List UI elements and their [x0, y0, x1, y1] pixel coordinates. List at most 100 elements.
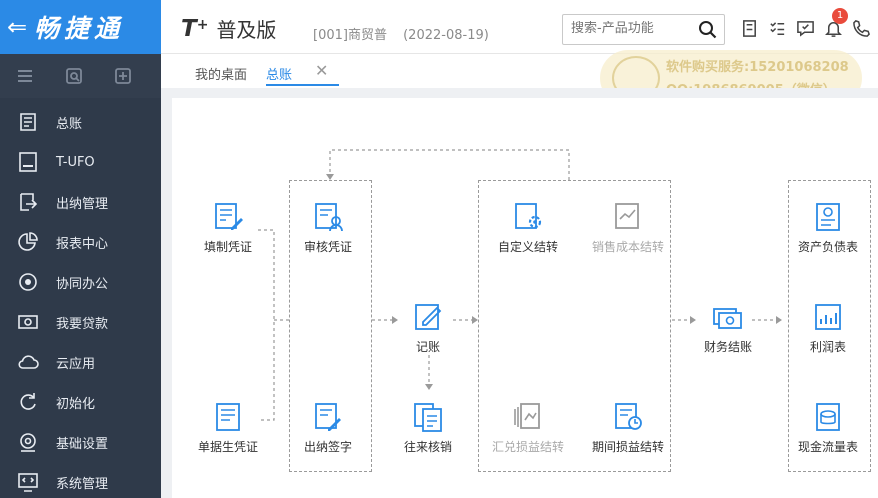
node-doc-voucher[interactable]: 单据生凭证 — [178, 400, 278, 460]
search-box — [562, 14, 725, 45]
node-label: 汇兑损益结转 — [491, 440, 564, 454]
search-icon[interactable] — [698, 20, 718, 40]
sidebar: ⇐ 畅捷通 总账 T-UFO 出纳管理 — [0, 0, 161, 498]
node-label: 自定义结转 — [497, 240, 558, 254]
node-label: 记账 — [415, 340, 440, 354]
tab-my-desktop[interactable]: 我的桌面 — [195, 68, 248, 83]
sidebar-item-label: 基础设置 — [56, 436, 109, 452]
balance-sheet-icon — [816, 203, 840, 231]
phone-icon[interactable] — [847, 14, 875, 42]
settings-icon — [0, 430, 56, 454]
sidebar-item-label: 总账 — [56, 116, 83, 132]
brand-name: 畅捷通 — [34, 14, 125, 43]
sidebar-item-cashier[interactable]: 出纳管理 — [0, 182, 161, 222]
brand-bar: ⇐ 畅捷通 — [0, 0, 161, 54]
sidebar-item-label: 出纳管理 — [56, 196, 109, 212]
sales-cost-icon — [615, 203, 639, 229]
sidebar-item-t-ufo[interactable]: T-UFO — [0, 142, 161, 182]
node-profit-statement[interactable]: 利润表 — [778, 300, 878, 360]
sidebar-item-label: 报表中心 — [56, 236, 109, 252]
money-icon — [0, 310, 56, 334]
reconcile-icon — [414, 403, 442, 432]
sidebar-item-cloud-apps[interactable]: 云应用 — [0, 342, 161, 382]
sidebar-item-label: 协同办公 — [56, 276, 109, 292]
cloud-icon — [0, 350, 56, 374]
sidebar-menu: 总账 T-UFO 出纳管理 报表中心 协同办公 我要贷款 — [0, 102, 161, 498]
pie-chart-icon — [0, 230, 56, 254]
notification-bell-icon[interactable]: 1 — [819, 8, 848, 42]
node-fx-transfer[interactable]: 汇兑损益结转 — [478, 400, 578, 460]
node-review-voucher[interactable]: 审核凭证 — [278, 200, 378, 260]
new-doc-icon[interactable] — [98, 54, 147, 98]
review-group-box — [289, 180, 372, 472]
voucher-edit-icon — [215, 203, 243, 230]
node-label: 单据生凭证 — [197, 440, 258, 454]
notification-badge: 1 — [832, 8, 848, 24]
close-icon[interactable]: ✕ — [315, 61, 329, 80]
sidebar-item-system-management[interactable]: 系统管理 — [0, 462, 161, 498]
cashier-sign-icon — [315, 403, 341, 431]
account-name: [001]商贸普 — [313, 28, 387, 43]
watermark-line1: 软件购买服务:15201068208 — [666, 60, 849, 75]
logo-plus: + — [196, 16, 209, 33]
node-label: 填制凭证 — [203, 240, 252, 254]
menu-icon[interactable] — [0, 54, 49, 98]
node-reconcile[interactable]: 往来核销 — [378, 400, 478, 460]
sidebar-item-loan[interactable]: 我要贷款 — [0, 302, 161, 342]
voucher-review-icon — [315, 203, 343, 232]
ufo-icon — [0, 150, 56, 174]
sidebar-item-basic-settings[interactable]: 基础设置 — [0, 422, 161, 462]
back-arrow-icon[interactable]: ⇐ — [6, 13, 28, 41]
node-sales-cost-transfer[interactable]: 销售成本结转 — [578, 200, 678, 260]
sidebar-toolbar — [0, 54, 161, 98]
search-input[interactable] — [571, 21, 691, 36]
active-tab-indicator — [266, 84, 339, 86]
top-header: T + 普及版 [001]商贸普 (2022-08-19) 1 — [161, 0, 878, 54]
node-label: 利润表 — [809, 340, 846, 354]
node-label: 资产负债表 — [797, 240, 858, 254]
node-cash-flow-statement[interactable]: 现金流量表 — [778, 400, 878, 460]
cashier-icon — [0, 190, 56, 214]
node-label: 期间损益结转 — [591, 440, 664, 454]
node-label: 现金流量表 — [797, 440, 858, 454]
message-icon[interactable] — [791, 14, 819, 42]
node-post[interactable]: 记账 — [378, 300, 478, 360]
sidebar-item-label: 云应用 — [56, 356, 96, 372]
node-label: 往来核销 — [403, 440, 452, 454]
fx-transfer-icon — [514, 403, 540, 429]
edition-name: 普及版 — [216, 18, 277, 42]
node-fill-voucher[interactable]: 填制凭证 — [178, 200, 278, 260]
system-icon — [0, 470, 56, 494]
login-date: (2022-08-19) — [403, 28, 489, 43]
calculator-icon[interactable] — [735, 14, 763, 42]
document-voucher-icon — [216, 403, 240, 431]
node-period-transfer[interactable]: 期间损益结转 — [578, 400, 678, 460]
product-logo: T + 普及版 — [181, 14, 276, 43]
collaboration-icon — [0, 270, 56, 294]
sidebar-item-general-ledger[interactable]: 总账 — [0, 102, 161, 142]
sidebar-item-initialize[interactable]: 初始化 — [0, 382, 161, 422]
transfer-group-box — [478, 180, 671, 472]
financial-close-icon — [713, 308, 742, 329]
account-info: [001]商贸普 (2022-08-19) — [313, 24, 489, 43]
sidebar-item-label: T-UFO — [56, 154, 95, 170]
node-cashier-sign[interactable]: 出纳签字 — [278, 400, 378, 460]
custom-transfer-icon — [515, 203, 542, 229]
sidebar-item-label: 初始化 — [56, 396, 96, 412]
node-financial-close[interactable]: 财务结账 — [678, 300, 778, 360]
node-custom-transfer[interactable]: 自定义结转 — [478, 200, 578, 260]
node-label: 销售成本结转 — [591, 240, 664, 254]
post-edit-icon — [415, 304, 442, 330]
refresh-icon — [0, 390, 56, 414]
sidebar-item-report-center[interactable]: 报表中心 — [0, 222, 161, 262]
cash-flow-icon — [816, 403, 840, 431]
task-list-icon[interactable] — [763, 14, 791, 42]
statements-group-box — [788, 180, 871, 472]
tab-general-ledger[interactable]: 总账 — [266, 68, 293, 83]
search-doc-icon[interactable] — [49, 54, 98, 98]
ledger-icon — [0, 110, 56, 134]
sidebar-item-collaboration[interactable]: 协同办公 — [0, 262, 161, 302]
node-balance-sheet[interactable]: 资产负债表 — [778, 200, 878, 260]
